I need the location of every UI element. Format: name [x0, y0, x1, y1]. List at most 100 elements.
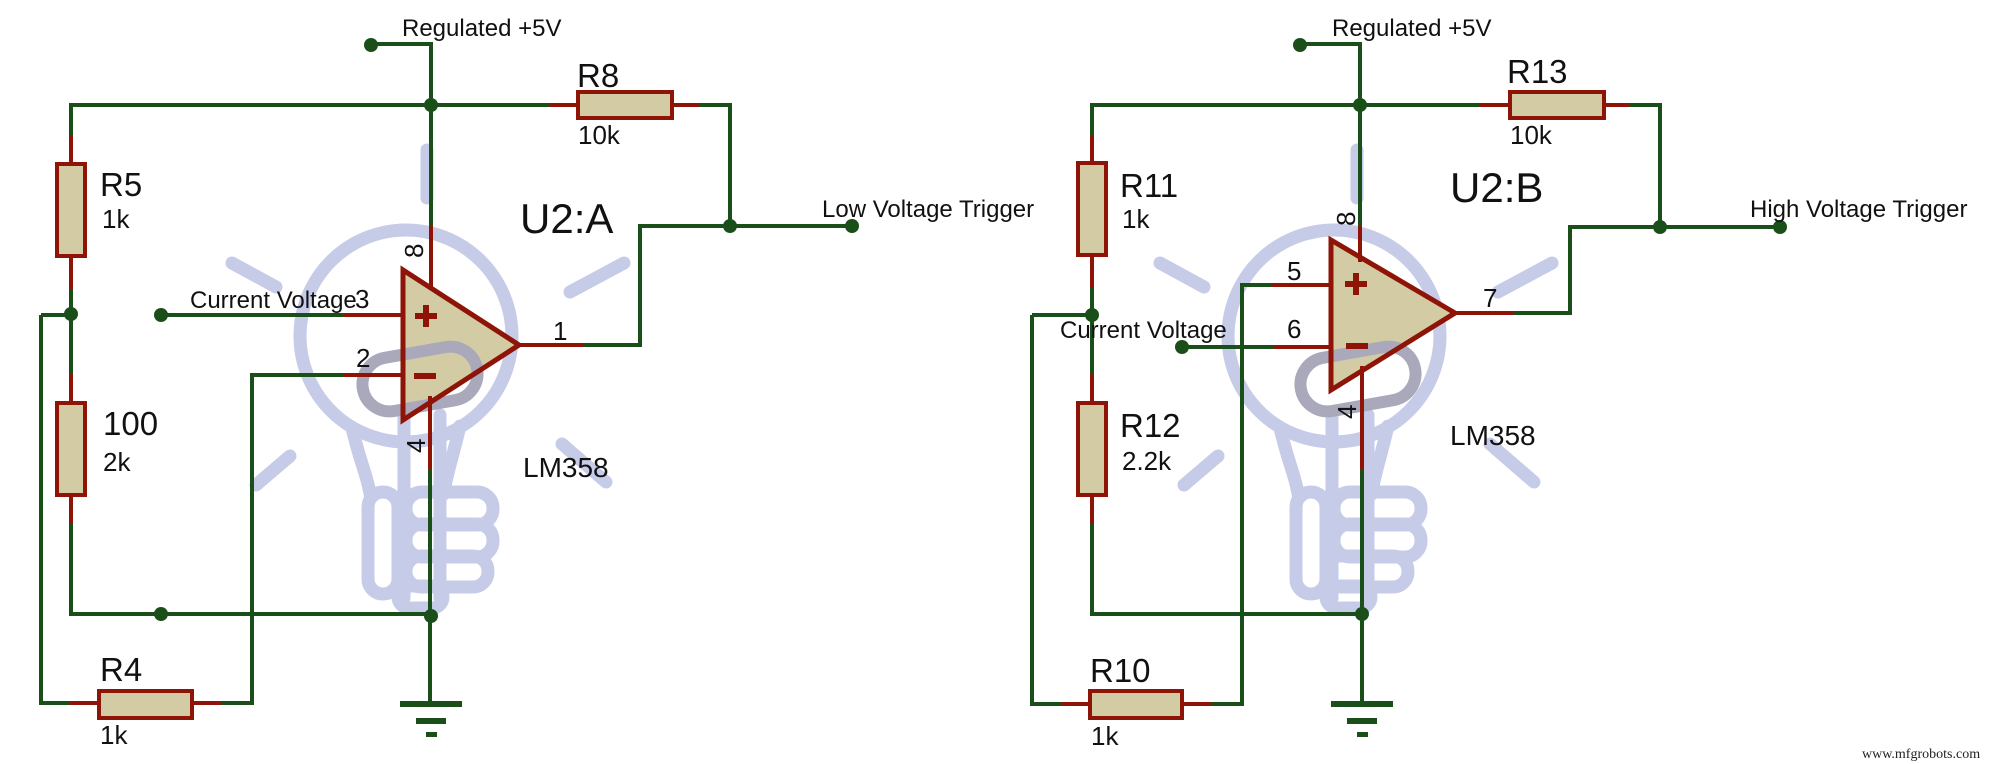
bulb-base-side	[1289, 485, 1333, 601]
junction-dots	[64, 38, 1787, 623]
right-ground-icon	[1331, 701, 1393, 737]
right-opamp-part: LM358	[1450, 420, 1536, 451]
right-rail-junction-dot	[1353, 98, 1367, 112]
left-component-leads	[68, 103, 701, 705]
bulb-tip	[391, 579, 450, 615]
right-output-net-label: High Voltage Trigger	[1750, 196, 1967, 223]
right-opamp-ref: U2:B	[1450, 164, 1543, 211]
pullup-wire	[1630, 103, 1662, 227]
ground-bar-1	[1331, 701, 1393, 707]
output-wire	[1514, 225, 1780, 315]
resistor-r10-body	[1088, 689, 1184, 720]
left-input-net-label: Current Voltage	[190, 287, 357, 314]
resistor-r11-ref: R11	[1120, 167, 1178, 204]
resistor-r10-ref: R10	[1090, 652, 1151, 689]
right-pin7-number: 7	[1483, 283, 1497, 313]
ground-bar-3	[426, 732, 437, 737]
bulb-ray-se	[1483, 437, 1541, 489]
left-divider-junction-dot	[64, 307, 78, 321]
ground-row-wire	[1090, 524, 1362, 616]
left-opamp-ref: U2:A	[520, 195, 613, 242]
right-bulb-watermark-icon	[1153, 143, 1559, 615]
left-pin8-number: 8	[399, 244, 429, 258]
bulb-neck-left	[345, 421, 377, 501]
noninverting-input-wire	[1212, 283, 1271, 706]
left-opamp-outline	[400, 265, 524, 425]
resistor-r12-value: 2.2k	[1122, 446, 1172, 476]
resistor-r10-value: 1k	[1091, 721, 1119, 751]
left-input-terminal-dot	[154, 308, 168, 322]
left-rail-junction-dot	[424, 98, 438, 112]
right-wires	[1030, 42, 1780, 706]
resistor-100-body	[55, 401, 87, 497]
resistor-r4-ref: R4	[100, 651, 142, 688]
left-output-net-label: Low Voltage Trigger	[822, 196, 1034, 223]
left-ground-icon	[400, 701, 462, 737]
pullup-wire	[700, 103, 732, 226]
right-pin8-number: 8	[1331, 212, 1361, 226]
bulb-base-side	[361, 485, 405, 601]
resistor-r11-value: 1k	[1122, 204, 1150, 234]
site-watermark: www.mfgrobots.com	[1862, 747, 1980, 762]
left-output-terminal-dot	[845, 219, 859, 233]
left-ground-row-dot	[154, 607, 168, 621]
feedback-left-wire	[1030, 315, 1061, 706]
left-power-net-label: Regulated +5V	[402, 15, 561, 42]
power-stub-wire	[371, 42, 433, 105]
left-plus-icon	[415, 305, 437, 327]
left-pin1-number: 1	[553, 316, 567, 346]
resistor-r5-body	[55, 162, 87, 258]
right-input-net-label: Current Voltage	[1060, 317, 1227, 344]
resistor-r8-ref: R8	[577, 57, 619, 94]
bulb-ray-ne	[563, 256, 631, 299]
left-power-terminal-dot	[364, 38, 378, 52]
right-ground-junction-dot	[1355, 607, 1369, 621]
left-pin4-number: 4	[401, 439, 431, 453]
left-output-junction-dot	[723, 219, 737, 233]
right-pin4-number: 4	[1332, 405, 1362, 419]
left-bulb-watermark-icon	[225, 143, 631, 615]
left-ground-junction-dot	[424, 609, 438, 623]
output-wire	[583, 224, 852, 347]
left-opamp-part: LM358	[523, 452, 609, 483]
ground-row-wire	[69, 524, 431, 616]
right-divider-junction-dot	[1085, 308, 1099, 322]
resistor-100-ref: 100	[103, 405, 158, 442]
feedback-left-wire	[39, 315, 70, 705]
power-stub-wire	[1300, 42, 1362, 105]
bulb-neck-left	[1273, 421, 1305, 501]
resistor-r8-value: 10k	[578, 120, 621, 150]
ground-bar-1	[400, 701, 462, 707]
inverting-input-wire	[222, 373, 344, 705]
rail-wire	[1090, 103, 1480, 136]
right-pin5-number: 5	[1287, 256, 1301, 286]
resistor-r13-ref: R13	[1507, 53, 1568, 90]
bulb-ray-sw	[1177, 449, 1225, 492]
resistor-r5-ref: R5	[100, 166, 142, 203]
bulb-ray-nw	[1153, 256, 1211, 294]
resistor-r8-body	[576, 90, 674, 120]
bulb-ray-sw	[249, 449, 297, 492]
bulb-thread-3	[399, 549, 495, 594]
ground-bar-3	[1357, 732, 1368, 737]
left-wires	[39, 42, 852, 705]
right-component-leads	[1059, 103, 1631, 706]
resistor-r4-value: 1k	[100, 720, 128, 750]
bulb-ray-se	[555, 437, 613, 489]
left-pin3-number: 3	[355, 284, 369, 314]
bulb-tip	[1319, 579, 1378, 615]
right-power-net-label: Regulated +5V	[1332, 15, 1491, 42]
resistor-100-value: 2k	[103, 447, 131, 477]
rail-wire	[69, 103, 550, 136]
resistor-r4-body	[97, 689, 194, 720]
bulb-ray-ne	[1491, 256, 1559, 299]
right-pin6-number: 6	[1287, 314, 1301, 344]
right-output-terminal-dot	[1773, 220, 1787, 234]
right-output-junction-dot	[1653, 220, 1667, 234]
right-input-terminal-dot	[1175, 340, 1189, 354]
resistor-r13-value: 10k	[1510, 120, 1553, 150]
right-opamp-outline	[1328, 235, 1460, 395]
left-pin2-number: 2	[356, 343, 370, 373]
